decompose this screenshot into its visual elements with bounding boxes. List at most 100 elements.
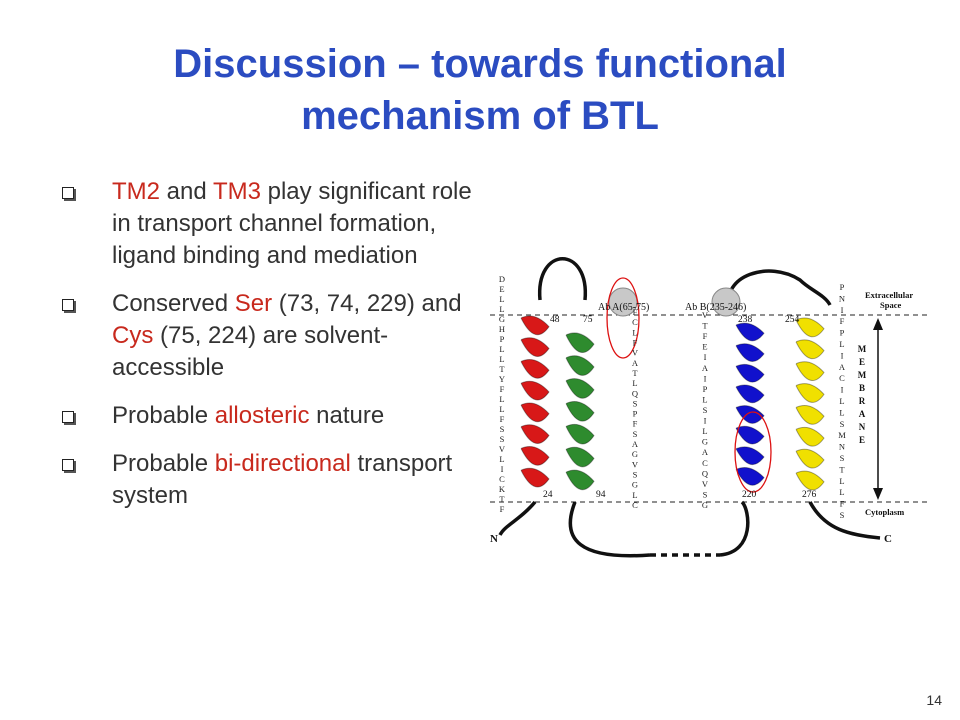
residue-letter: Q xyxy=(632,388,638,398)
helix-turn xyxy=(520,380,550,401)
residue-letter: V xyxy=(632,348,639,358)
bullet-item: Probable allosteric nature xyxy=(62,400,472,432)
residue-letter: A xyxy=(632,358,639,368)
cytoplasm-label: Cytoplasm xyxy=(865,507,904,517)
checkbox-bullet-icon xyxy=(62,411,74,423)
residue-letter: S xyxy=(840,453,845,463)
helix-turn xyxy=(565,355,595,376)
residue-letter: C xyxy=(839,373,845,383)
residue-letter: L xyxy=(499,294,504,304)
highlighted-text: Ser xyxy=(234,290,273,317)
residue-letter: I xyxy=(704,373,707,383)
residue-letter: I xyxy=(501,464,504,474)
residue-letter: V xyxy=(632,459,639,469)
bullet-text: transport system xyxy=(112,450,453,509)
ab-a-site-marker xyxy=(608,287,638,317)
residue-letter: V xyxy=(702,479,709,489)
loop-tm1-tm2 xyxy=(538,257,587,301)
bullet-text: and xyxy=(160,178,213,205)
residue-number: 276 xyxy=(802,490,817,500)
ab-b-label: Ab B(235-246) xyxy=(685,302,746,313)
residue-letter: L xyxy=(499,394,504,404)
helix-tm1 xyxy=(520,315,550,488)
residue-letter: E xyxy=(499,284,504,294)
membrane-letter: M xyxy=(858,344,867,354)
helix-turn xyxy=(565,332,595,353)
residue-letter: I xyxy=(841,305,844,315)
residue-letter: F xyxy=(500,414,505,424)
residue-letter: G xyxy=(702,500,708,510)
residue-letter: S xyxy=(500,424,505,434)
residue-letter: V xyxy=(702,310,709,320)
title-line-1: Discussion – towards functional xyxy=(173,42,787,86)
bullet-text: Probable xyxy=(112,402,215,429)
helix-turn xyxy=(735,467,765,486)
checkbox-bullet-icon xyxy=(62,459,74,471)
residue-letter: C xyxy=(499,474,505,484)
residue-letter: F xyxy=(633,337,638,347)
residue-letter: A xyxy=(632,439,639,449)
residue-letter: N xyxy=(839,293,845,303)
slide-title: Discussion – towards functional mechanis… xyxy=(0,38,960,142)
ab-a-region-outline xyxy=(606,277,640,359)
residue-letter: C xyxy=(632,317,638,327)
helix-turn xyxy=(735,425,765,445)
residue-number: 94 xyxy=(596,490,606,500)
tm3-region-outline xyxy=(734,411,772,493)
helix-turn xyxy=(795,317,825,338)
residue-letter: H xyxy=(499,324,505,334)
helix-turn xyxy=(520,467,550,488)
residue-letter: L xyxy=(632,490,637,500)
btl-topology-figure: Ab A(65-75) Ab B(235-246) Extracellular … xyxy=(490,257,930,558)
residue-letter: P xyxy=(840,282,845,292)
helix-turn xyxy=(735,363,765,383)
residue-letter: L xyxy=(839,476,844,486)
residue-letter: L xyxy=(499,404,504,414)
membrane-arrow-head-up xyxy=(873,318,883,330)
bullet-item: Probable bi-directional transport system xyxy=(62,448,472,512)
bullet-text: nature xyxy=(309,402,385,429)
space-label: Space xyxy=(880,300,901,310)
residue-number: 75 xyxy=(583,315,593,325)
residue-letter: P xyxy=(703,384,708,394)
residue-number: 220 xyxy=(742,490,757,500)
residue-letter: T xyxy=(702,321,708,331)
helix-turn xyxy=(735,343,765,362)
helix-turn xyxy=(795,448,825,469)
checkbox-bullet-icon xyxy=(62,187,74,199)
helix-turn xyxy=(520,446,550,466)
residue-letter: L xyxy=(702,394,707,404)
residue-letter: L xyxy=(839,487,844,497)
membrane-letter: R xyxy=(859,396,866,406)
loop-tm3-tm4 xyxy=(726,269,832,311)
residue-letter: I xyxy=(704,352,707,362)
residue-letter: N xyxy=(839,442,845,452)
residue-letter: G xyxy=(499,314,505,324)
membrane-letter: E xyxy=(859,435,865,445)
helix-turn xyxy=(565,469,595,491)
helix-turn xyxy=(795,361,825,381)
residue-letter: E xyxy=(702,342,707,352)
helix-turn xyxy=(565,401,595,422)
n-terminal-tail xyxy=(498,500,537,536)
helix-turn xyxy=(795,426,825,447)
bullet-text: (73, 74, 229) and xyxy=(272,290,462,317)
helix-turn xyxy=(520,402,550,423)
residue-letter: S xyxy=(703,489,708,499)
residue-letter: P xyxy=(840,328,845,338)
residue-letter: L xyxy=(839,396,844,406)
residue-letter: L xyxy=(499,354,504,364)
residue-letter: A xyxy=(702,447,709,457)
helix-turn xyxy=(520,315,550,336)
bullet-item: Conserved Ser (73, 74, 229) and Cys (75,… xyxy=(62,288,472,384)
residue-letter: G xyxy=(632,480,638,490)
helix-tm4 xyxy=(795,317,825,491)
membrane-letter: M xyxy=(858,370,867,380)
residue-number: 48 xyxy=(550,315,560,325)
residue-letter: F xyxy=(633,307,638,317)
highlighted-text: allosteric xyxy=(214,402,310,429)
residue-letter: D xyxy=(499,274,505,284)
extracellular-label: Extracellular xyxy=(865,290,913,300)
residue-letter: V xyxy=(499,444,506,454)
